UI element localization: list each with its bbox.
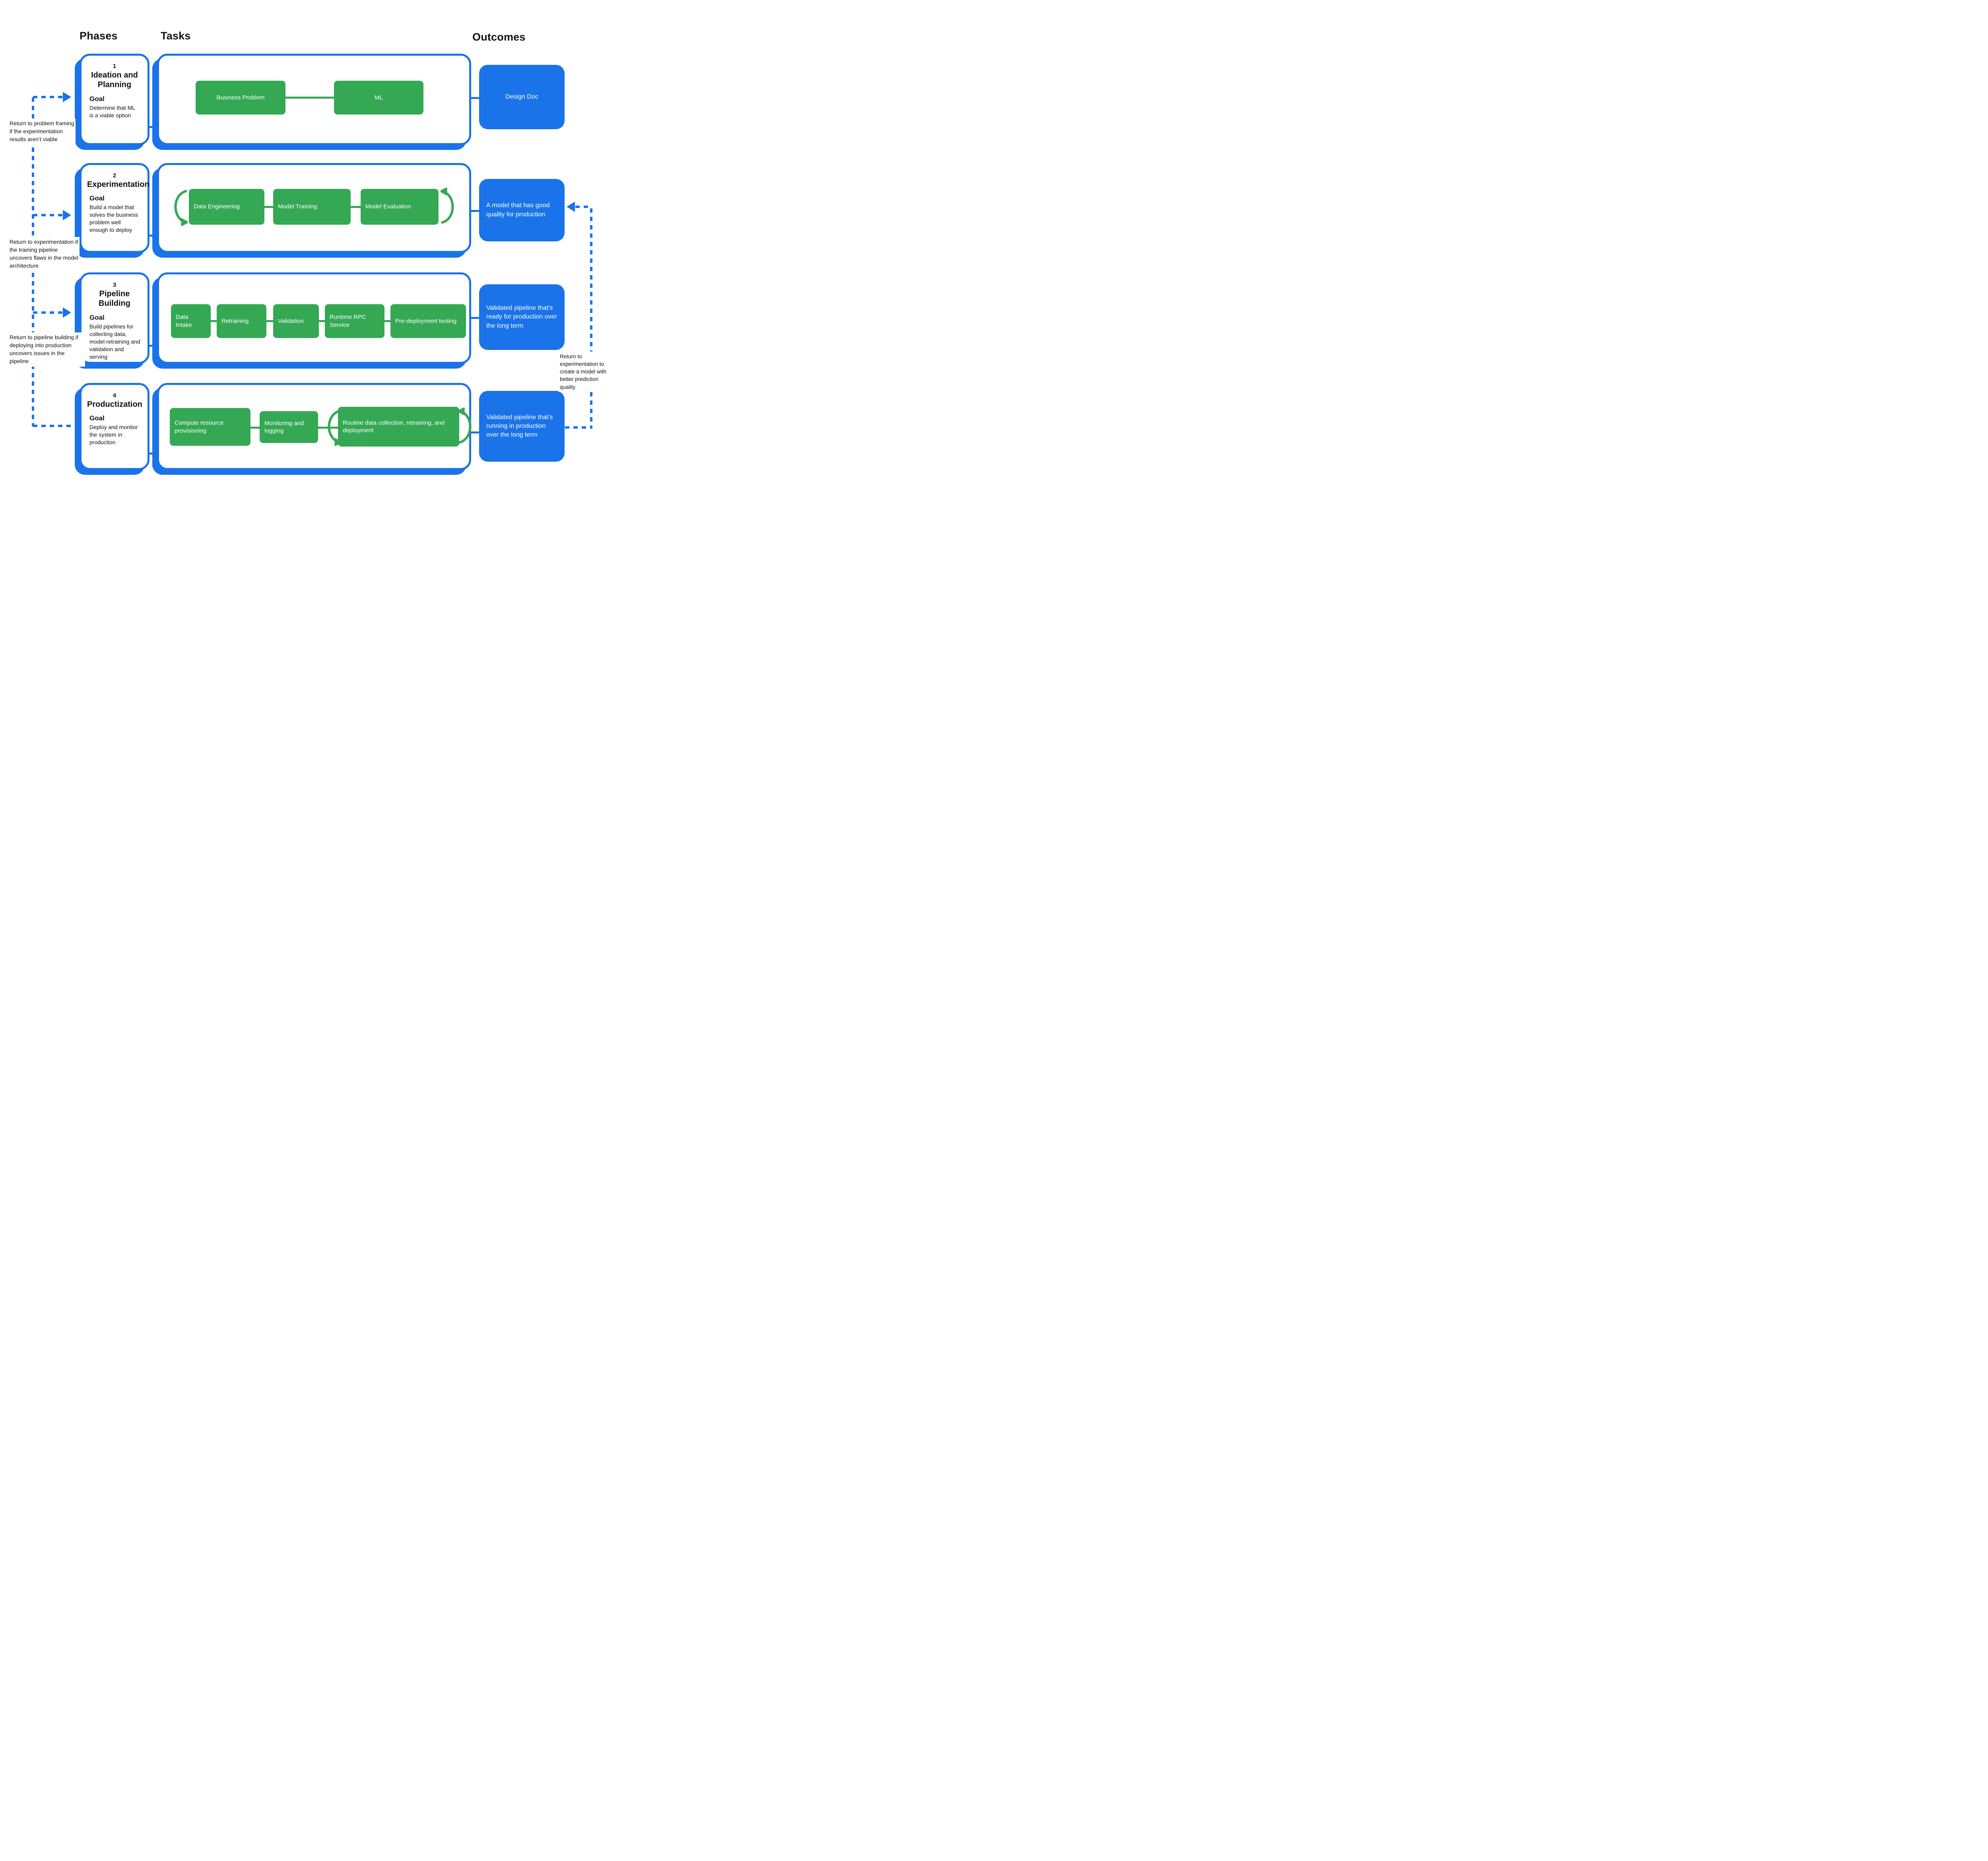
return-arrow-phase2-icon xyxy=(63,210,71,220)
goal-label: Goal xyxy=(89,194,105,202)
goal-label: Goal xyxy=(89,95,105,103)
task-ml: ML xyxy=(334,81,423,115)
phase-goal: Goal Build a model that solves the busin… xyxy=(89,194,140,234)
connector-phase4-tasks xyxy=(146,453,159,455)
tasks-panel-3: Data Intake Retraining Validation Runtim… xyxy=(157,272,471,364)
return-arrow-phase3-icon xyxy=(63,307,71,318)
return-arrow-outcome2-icon xyxy=(567,202,575,212)
deployment-loop-right-icon xyxy=(458,408,472,444)
task-routine-data-collection: Routine data collection, retraining, and… xyxy=(338,407,459,447)
outcome-card-pipeline-ready: Validated pipeline that’s ready for prod… xyxy=(479,284,565,350)
annotation-return-problem-framing: Return to problem framing if the experim… xyxy=(9,118,76,145)
phase-row-4: 4 Productization Goal Deploy and monitor… xyxy=(0,383,614,470)
phase-row-1: 1 Ideation and Planning Goal Determine t… xyxy=(0,54,614,145)
task-compute-resource-provisioning: Compute resource provisioning xyxy=(170,408,250,446)
task-link-line xyxy=(351,206,361,208)
phase-number: 3 xyxy=(113,282,116,288)
phase-goal: Goal Determine that ML is a viable optio… xyxy=(89,95,140,119)
deployment-loop-left-icon xyxy=(328,410,341,446)
task-link-line xyxy=(250,427,260,429)
goal-text: Determine that ML is a viable option xyxy=(89,104,135,118)
outcome-card-pipeline-running: Validated pipeline that’s running in pro… xyxy=(479,391,565,462)
phase-card-ideation: 1 Ideation and Planning Goal Determine t… xyxy=(80,54,149,145)
task-link-line xyxy=(319,320,325,322)
connector-phase3-tasks xyxy=(146,345,159,347)
task-data-intake: Data Intake xyxy=(171,304,211,338)
goal-text: Build pipelines for collecting data, mod… xyxy=(89,323,140,360)
phase-number: 1 xyxy=(113,63,116,70)
phase-row-3: 3 Pipeline Building Goal Build pipelines… xyxy=(0,272,614,364)
task-link-line xyxy=(211,320,217,322)
ml-workflow-diagram: Phases Tasks Outcomes 1 Ideation and Pla… xyxy=(0,0,614,513)
connector-tasks3-outcome xyxy=(468,317,481,319)
annotation-return-experimentation: Return to experimentation if the trainin… xyxy=(9,237,80,271)
goal-text: Build a model that solves the business p… xyxy=(89,204,138,233)
task-model-training: Model Training xyxy=(273,189,351,225)
outcome-card-model-quality: A model that has good quality for produc… xyxy=(479,179,565,241)
phase-number: 4 xyxy=(113,392,116,399)
task-validation: Validation xyxy=(273,304,319,338)
task-model-evaluation: Model Evaluation xyxy=(361,189,439,225)
phase-title: Ideation and Planning xyxy=(91,71,138,89)
task-business-problem: Business Problem xyxy=(196,81,285,115)
return-branch-phase3 xyxy=(33,311,63,314)
goal-text: Deploy and monitor the system in product… xyxy=(89,424,138,446)
annotation-return-pipeline-building: Return to pipeline building if deploying… xyxy=(9,332,85,367)
task-runtime-rpc-service: Runtime RPC Service xyxy=(325,304,384,338)
column-header-outcomes: Outcomes xyxy=(472,31,526,43)
task-link-line xyxy=(266,320,273,322)
task-data-engineering: Data Engineering xyxy=(189,189,264,225)
phase-title: Experimentation xyxy=(87,180,149,189)
column-header-phases: Phases xyxy=(80,30,118,42)
phase-card-experimentation: 2 Experimentation Goal Build a model tha… xyxy=(80,163,149,253)
return-branch-outcome2 xyxy=(575,206,591,208)
annotation-return-better-prediction: Return to experimentation to create a mo… xyxy=(559,352,614,392)
connector-phase1-tasks xyxy=(146,126,159,128)
iteration-loop-right-icon xyxy=(441,188,454,224)
connector-tasks2-outcome xyxy=(468,210,481,212)
task-link-line xyxy=(285,97,334,99)
phase-goal: Goal Deploy and monitor the system in pr… xyxy=(89,414,140,446)
outcome-card-design-doc: Design Doc xyxy=(479,65,565,129)
phase-title: Pipeline Building xyxy=(99,289,130,308)
return-branch-phase4-origin xyxy=(33,425,76,427)
iteration-loop-left-icon xyxy=(174,190,188,226)
phase-number: 2 xyxy=(113,172,116,179)
phase-card-pipeline-building: 3 Pipeline Building Goal Build pipelines… xyxy=(80,272,149,364)
phase-row-2: 2 Experimentation Goal Build a model tha… xyxy=(0,163,614,253)
return-branch-phase2 xyxy=(33,214,63,216)
return-branch-phase1 xyxy=(33,96,63,98)
goal-label: Goal xyxy=(89,414,105,422)
goal-label: Goal xyxy=(89,313,105,321)
connector-tasks4-outcome xyxy=(468,431,481,433)
task-pre-deployment-testing: Pre-deployment testing xyxy=(390,304,466,338)
tasks-panel-1: Business Problem ML xyxy=(157,54,471,145)
column-header-tasks: Tasks xyxy=(161,30,191,42)
return-branch-outcome4-origin xyxy=(565,426,591,429)
connector-tasks1-outcome xyxy=(468,97,481,99)
return-rail-right xyxy=(590,208,592,429)
connector-phase2-tasks xyxy=(146,235,159,237)
phase-goal: Goal Build pipelines for collecting data… xyxy=(89,314,140,361)
phase-title: Productization xyxy=(87,400,142,409)
task-monitoring-and-logging: Monitoring and logging xyxy=(260,411,318,443)
task-link-line xyxy=(264,206,273,208)
task-link-line xyxy=(384,320,390,322)
tasks-panel-2: Data Engineering Model Training Model Ev… xyxy=(157,163,471,253)
phase-card-productization: 4 Productization Goal Deploy and monitor… xyxy=(80,383,149,470)
tasks-panel-4: Compute resource provisioning Monitoring… xyxy=(157,383,472,470)
return-arrow-phase1-icon xyxy=(63,92,71,102)
task-retraining: Retraining xyxy=(217,304,266,338)
